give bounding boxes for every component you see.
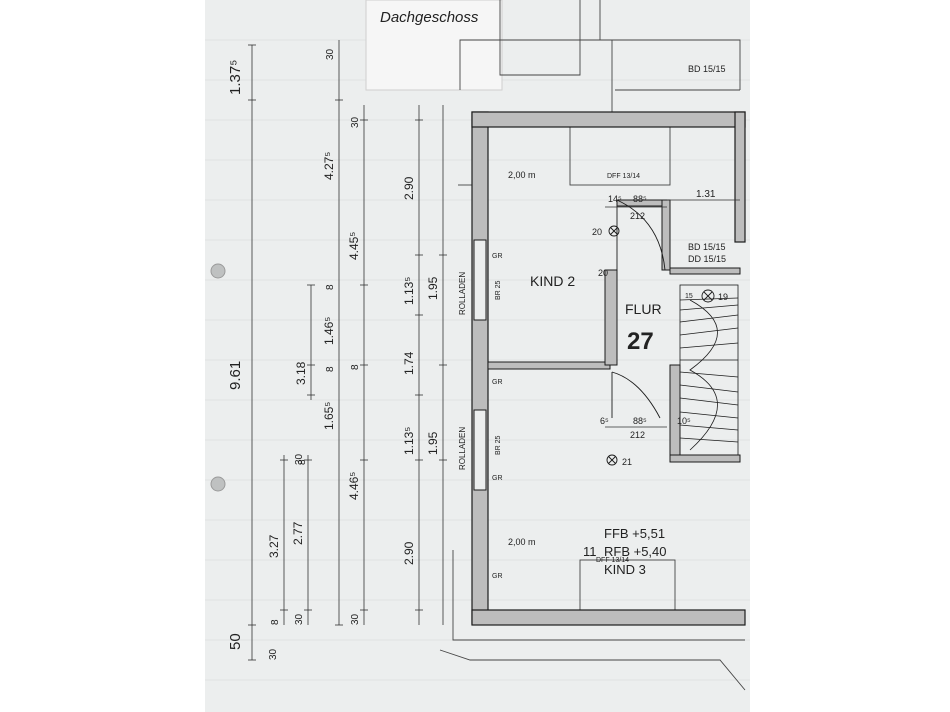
dim-bottom-offset: 50 [227,633,244,650]
room-number-kind3: 11 [583,544,597,559]
door-dim-lines [605,199,740,428]
door-top-b: 88⁵ [633,194,647,204]
label-circ-19: 19 [718,292,728,302]
ffb-level: FFB +5,51 [604,526,665,541]
dim-right-131: 1.31 [696,189,716,200]
dim-stair-10: 10⁵ [677,416,691,426]
room-label-kind2: KIND 2 [530,273,575,289]
dim-a-445: 4.45⁵ [347,232,361,260]
dim-b-290-top: 2.90 [402,176,416,200]
window-openings [473,239,487,491]
staircase [679,284,739,456]
label-span-top: 2,00 m [508,170,536,180]
sticky-note-label: Dachgeschoss [380,9,479,26]
dim-c-195-bottom: 1.95 [426,431,440,455]
door-bottom-a: 6⁵ [600,416,609,426]
dim-b-113-top: 1.13⁵ [402,277,416,305]
dim-e-327: 3.27 [267,534,281,558]
dim-e-30: 30 [294,453,305,465]
dim-d-146: 1.46⁵ [322,317,336,345]
label-bd-mid: BD 15/15 [688,242,726,252]
dim-e-8: 8 [270,619,281,625]
label-dff-bottom: DFF 13/14 [596,557,629,564]
dim-d-318: 3.18 [294,361,308,385]
punch-hole-top [210,263,226,279]
dim-d-8c: 8 [325,366,336,372]
room-label-kind3: KIND 3 [604,562,646,577]
dim-b-113-bottom: 1.13⁵ [402,427,416,455]
label-dd-mid: DD 15/15 [688,254,726,264]
dim-a-30-left: 30 [294,613,305,625]
dimension-lines [248,40,447,661]
label-circ-20b: 20 [598,268,608,278]
label-br-top: BR 25 [495,280,502,300]
door-top-c: 212 [630,211,645,221]
dim-a-30-top: 30 [325,48,336,60]
label-br-bottom: BR 25 [495,435,502,455]
door-bottom-b: 88⁵ [633,416,647,426]
dim-top-offset: 1.37⁵ [227,60,244,95]
dim-d-8d: 8 [297,459,308,465]
label-rollladen-top: ROLLADEN [458,272,467,315]
dim-a-427: 4.27⁵ [322,152,336,180]
label-gr-3: GR [492,475,503,482]
label-rollladen-bottom: ROLLADEN [458,427,467,470]
door-bottom-c: 212 [630,430,645,440]
sticky-note [365,0,503,91]
rfb-level: RFB +5,40 [604,544,667,559]
door-top-a: 14⁵ [608,194,622,204]
dim-a-30-bottom: 30 [350,613,361,625]
dim-d-165: 1.65⁵ [322,402,336,430]
dim-a-8b: 8 [350,364,361,370]
dim-a-8a: 8 [325,284,336,290]
label-gr-1: GR [492,253,503,260]
dim-overall: 9.61 [227,361,244,390]
label-dff-top: DFF 13/14 [607,173,640,180]
label-gr-4: GR [492,573,503,580]
label-gr-2: GR [492,379,503,386]
dim-a-446: 4.46⁵ [347,472,361,500]
label-bd-top: BD 15/15 [688,64,726,74]
light-fixtures [606,225,715,466]
label-span-bottom: 2,00 m [508,537,536,547]
label-circ-15: 15 [685,293,693,300]
dim-b-174: 1.74 [402,351,416,375]
room-number-flur: 27 [627,328,654,355]
label-circ-20a: 20 [592,227,602,237]
dim-b-290-bottom: 2.90 [402,541,416,565]
dim-e-277: 2.77 [291,521,305,545]
punch-hole-bottom [210,476,226,492]
label-circ-21: 21 [622,457,632,467]
room-label-flur: FLUR [625,301,662,317]
dim-left-30-bottom: 30 [268,648,279,660]
dim-c-195-top: 1.95 [426,276,440,300]
dim-b-30: 30 [350,116,361,128]
